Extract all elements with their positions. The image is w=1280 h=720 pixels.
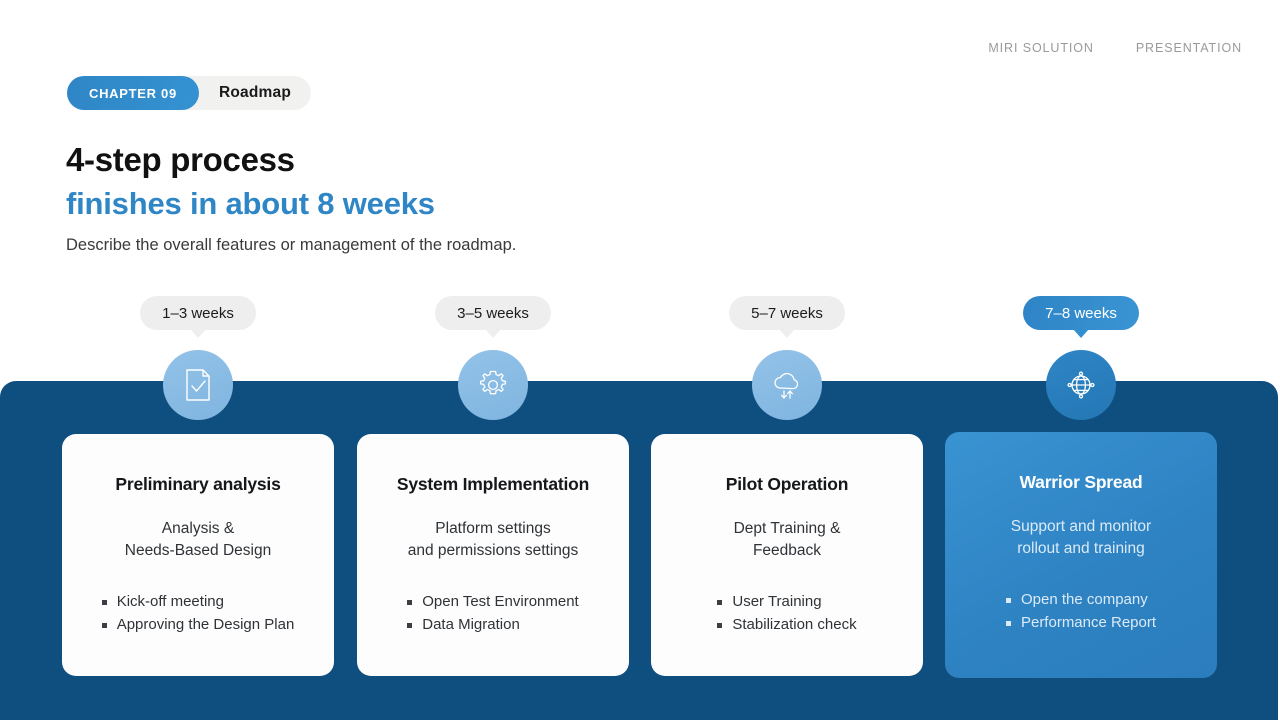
card-desc-line-2a: Platform settings	[435, 520, 551, 537]
page-subtitle: Describe the overall features or managem…	[66, 236, 517, 254]
step-1: 1–3 weeks	[62, 296, 334, 436]
list-item: Approving the Design Plan	[101, 614, 294, 637]
duration-label-4: 7–8 weeks	[1045, 304, 1117, 322]
icon-circle-2	[458, 350, 528, 420]
list-item: Kick-off meeting	[101, 591, 295, 614]
card-desc-line-1a: Analysis &	[161, 520, 235, 537]
section-label: Roadmap	[219, 84, 292, 101]
card-desc-line-2b: and permissions settings	[407, 542, 579, 560]
deck-type-label: PRESENTATION	[1135, 41, 1242, 55]
duration-bubble-wrap-2: 3–5 weeks	[357, 296, 629, 334]
duration-bubble-1: 1–3 weeks	[140, 296, 256, 330]
icon-circle-1	[163, 350, 233, 420]
list-item: Stabilization check	[717, 614, 857, 637]
document-check-icon	[182, 368, 214, 402]
card-title-1: Preliminary analysis	[115, 474, 281, 494]
duration-bubble-3: 5–7 weeks	[729, 296, 845, 330]
duration-label-2: 3–5 weeks	[457, 304, 529, 322]
duration-bubble-2: 3–5 weeks	[435, 296, 551, 330]
list-item: Open the company	[1005, 589, 1156, 612]
card-desc-1: Analysis & Needs-Based Design	[125, 518, 271, 563]
icon-circle-4	[1046, 350, 1116, 420]
card-bullets-3: User Training Stabilization check	[717, 591, 857, 637]
card-desc-line-4a: Support and monitor	[1010, 518, 1152, 535]
globe-icon	[1063, 367, 1099, 403]
card-desc-2: Platform settings and permissions settin…	[408, 518, 579, 563]
icon-circle-wrap-3	[651, 350, 923, 436]
list-item: Open Test Environment	[407, 591, 579, 614]
gear-icon	[476, 368, 510, 402]
cloud-sync-icon	[769, 369, 805, 401]
card-title-4: Warrior Spread	[1019, 472, 1143, 492]
brand-label: MIRI SOLUTION	[988, 41, 1094, 55]
list-item: Performance Report	[1005, 612, 1156, 635]
step-card-3[interactable]: Pilot Operation Dept Training & Feedback…	[651, 434, 923, 676]
step-4: 7–8 weeks	[945, 296, 1217, 436]
card-bullets-1: Kick-off meeting Approving the Design Pl…	[101, 591, 295, 637]
duration-bubble-wrap-3: 5–7 weeks	[651, 296, 923, 334]
page-title-line2: finishes in about 8 weeks	[66, 186, 435, 221]
chapter-label: CHAPTER 09	[89, 85, 177, 101]
card-desc-3: Dept Training & Feedback	[734, 518, 841, 563]
card-desc-line-3b: Feedback	[752, 542, 822, 560]
step-3: 5–7 weeks	[651, 296, 923, 436]
list-item: Data Migration	[407, 614, 578, 637]
step-card-4[interactable]: Warrior Spread Support and monitor rollo…	[945, 432, 1217, 678]
icon-circle-wrap-2	[357, 350, 629, 436]
page-title-line1: 4-step process	[66, 141, 295, 178]
duration-bubble-4: 7–8 weeks	[1023, 296, 1139, 330]
card-bullets-2: Open Test Environment Data Migration	[407, 591, 579, 637]
duration-label-1: 1–3 weeks	[162, 304, 234, 322]
duration-bubble-wrap-4: 7–8 weeks	[945, 296, 1217, 334]
list-item: User Training	[717, 591, 856, 614]
icon-circle-3	[752, 350, 822, 420]
card-title-2: System Implementation	[396, 474, 590, 494]
icon-circle-wrap-4	[945, 350, 1217, 436]
card-bullets-4: Open the company Performance Report	[1005, 589, 1156, 635]
card-title-3: Pilot Operation	[725, 474, 849, 494]
step-card-2[interactable]: System Implementation Platform settings …	[357, 434, 629, 676]
step-card-1[interactable]: Preliminary analysis Analysis & Needs-Ba…	[62, 434, 334, 676]
chapter-badge: Roadmap CHAPTER 09	[67, 76, 312, 110]
chapter-pill: CHAPTER 09	[67, 76, 199, 110]
header-meta: MIRI SOLUTION PRESENTATION	[988, 41, 1242, 55]
card-desc-line-4b: rollout and training	[1017, 540, 1145, 558]
card-desc-line-1b: Needs-Based Design	[124, 542, 272, 560]
duration-label-3: 5–7 weeks	[751, 304, 823, 322]
card-desc-line-3a: Dept Training &	[733, 520, 841, 537]
icon-circle-wrap-1	[62, 350, 334, 436]
step-2: 3–5 weeks	[357, 296, 629, 436]
card-desc-4: Support and monitor rollout and training	[1011, 516, 1151, 561]
duration-bubble-wrap-1: 1–3 weeks	[62, 296, 334, 334]
